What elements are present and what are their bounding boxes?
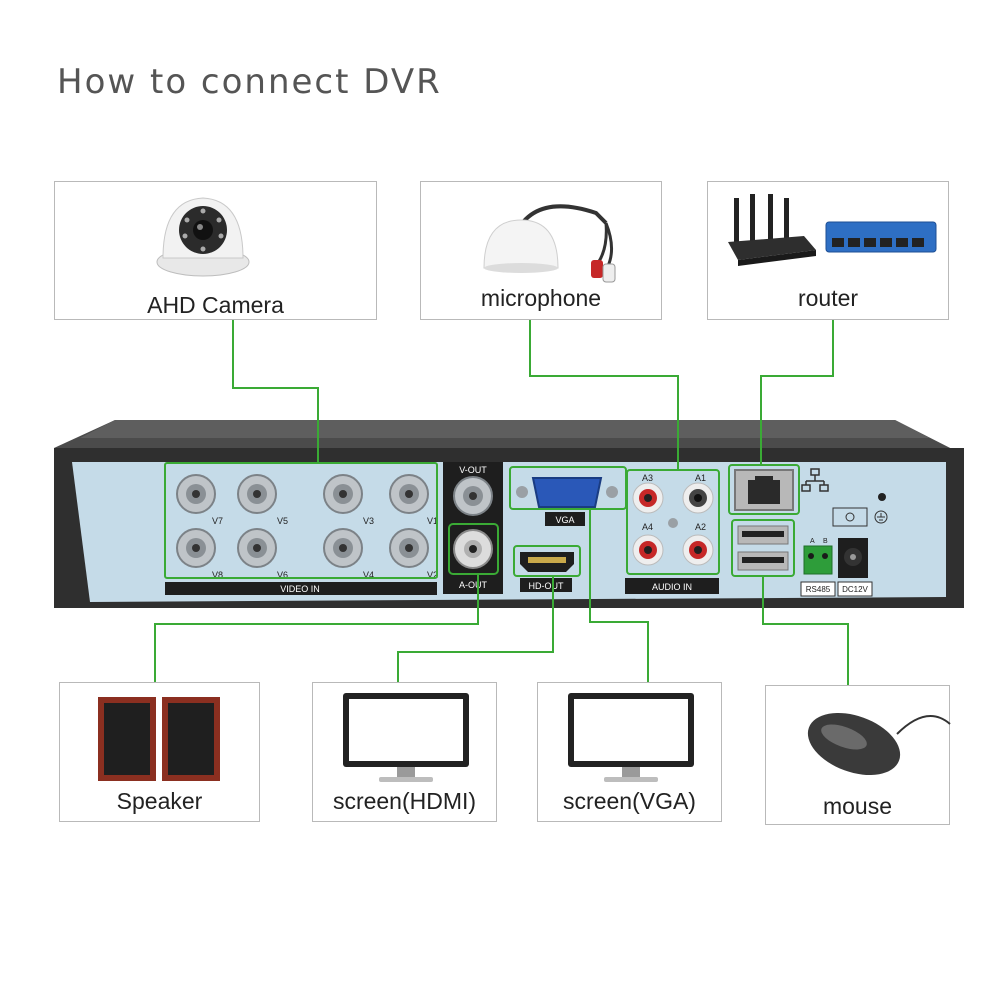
speaker-wire <box>154 574 479 682</box>
hd-out-label: HD-OUT <box>529 581 564 591</box>
bnc-label: V1 <box>427 516 438 526</box>
speaker-box: Speaker <box>59 682 260 822</box>
microphone-wire <box>529 320 679 470</box>
camera-wire <box>232 320 319 463</box>
monitor-icon <box>343 693 469 782</box>
hdmi-highlight <box>513 545 581 577</box>
microphone-box: microphone <box>420 181 662 320</box>
audio-label: A1 <box>695 473 706 483</box>
v-out-label: V-OUT <box>459 465 487 475</box>
bnc-label: V8 <box>212 570 223 580</box>
router-label: router <box>797 285 859 311</box>
monitor-icon <box>568 693 694 782</box>
router-icon <box>728 194 937 266</box>
bnc-label: V5 <box>277 516 288 526</box>
screen-vga-label: screen(VGA) <box>563 788 696 814</box>
audio-label: A4 <box>642 522 653 532</box>
dvr-rear-panel <box>72 462 946 602</box>
router-wire <box>760 320 834 465</box>
speaker-icon <box>98 697 220 781</box>
hdmi-wire <box>397 576 554 682</box>
ground-icon <box>874 510 888 524</box>
bnc-label: V7 <box>212 516 223 526</box>
network-icon <box>801 468 829 492</box>
rs485-label: RS485 <box>806 585 831 594</box>
audio-in-highlight <box>626 469 720 575</box>
bnc-connectors <box>176 474 429 568</box>
camera-label: AHD Camera <box>147 292 284 318</box>
mouse-wire <box>762 576 849 685</box>
camera-box: AHD Camera <box>54 181 377 320</box>
bnc-label: V2 <box>427 570 438 580</box>
a-out-highlight <box>448 523 499 575</box>
dc12v-label: DC12V <box>842 585 868 594</box>
vga-wire <box>589 509 649 682</box>
dome-camera-icon <box>156 197 250 277</box>
bnc-label: V6 <box>277 570 288 580</box>
a-out-label: A-OUT <box>459 580 488 590</box>
vga-label: VGA <box>555 515 574 525</box>
rs485-b-label: B <box>823 538 828 545</box>
bnc-label: V4 <box>363 570 374 580</box>
mouse-label: mouse <box>822 793 893 819</box>
mouse-icon <box>807 712 951 776</box>
screen-hdmi-label: screen(HDMI) <box>332 788 477 814</box>
bnc-label: V3 <box>363 516 374 526</box>
audio-in-label: AUDIO IN <box>652 582 692 592</box>
dvr-top-highlight <box>80 420 930 438</box>
mouse-box: mouse <box>765 685 951 825</box>
video-in-label: VIDEO IN <box>280 584 320 594</box>
microphone-icon <box>483 204 616 283</box>
rs485-a-label: A <box>810 538 815 545</box>
router-box: router <box>707 181 949 320</box>
speaker-label: Speaker <box>116 788 203 814</box>
a-out-connector <box>453 529 493 569</box>
rca-connectors <box>632 482 714 566</box>
audio-label: A3 <box>642 473 653 483</box>
video-in-highlight <box>164 462 438 579</box>
v-out-connector <box>453 476 493 516</box>
rs485-terminal <box>803 545 833 575</box>
lan-highlight <box>728 464 800 515</box>
vga-port <box>531 477 603 508</box>
microphone-label: microphone <box>480 285 602 311</box>
dc-polarity-icon <box>832 507 868 527</box>
audio-label: A2 <box>695 522 706 532</box>
screen-hdmi-box: screen(HDMI) <box>312 682 497 822</box>
screen-vga-box: screen(VGA) <box>537 682 722 822</box>
page-title: How to connect DVR <box>57 62 442 102</box>
